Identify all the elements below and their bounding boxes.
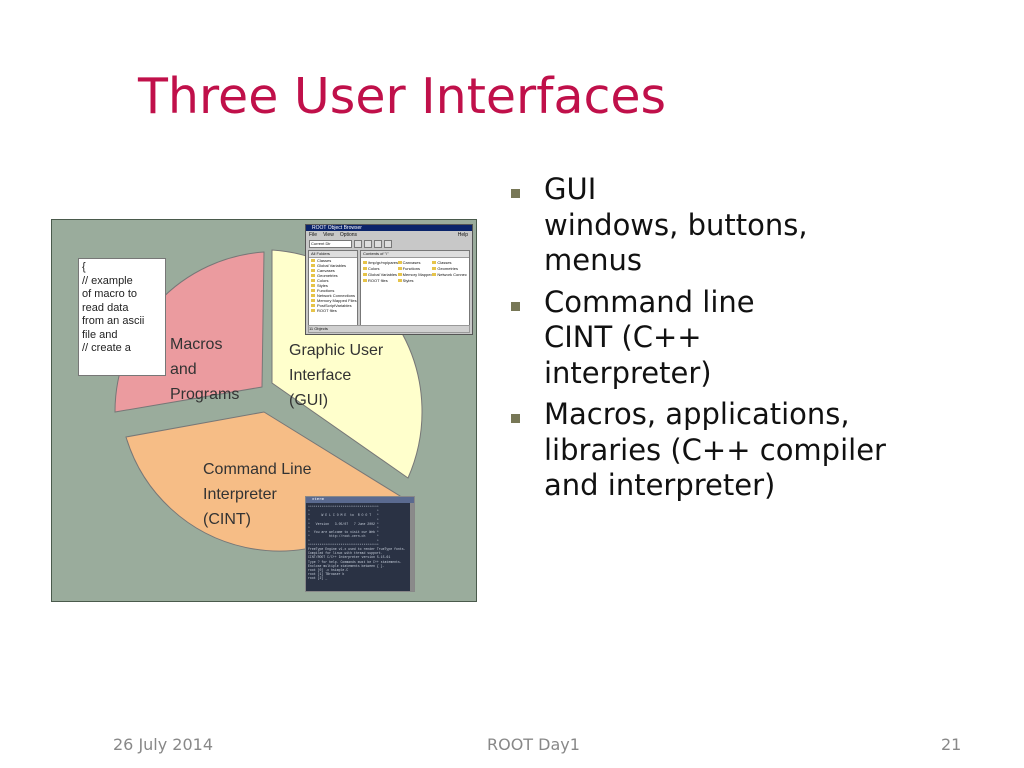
gui-right-header: Contents of "/" — [361, 251, 469, 258]
gui-tree-item: PostScriptVariables — [309, 303, 357, 308]
square-bullet-icon — [511, 414, 520, 423]
bullet-item-gui: GUI windows, buttons, menus — [511, 172, 971, 279]
gui-item: Classes — [432, 260, 467, 265]
gui-tree-item: Geometries — [309, 273, 357, 278]
gui-item: Network Connections — [432, 272, 467, 277]
gui-folder-tree: All Folders Classes Global Variables Can… — [308, 250, 358, 326]
gui-list-icon — [374, 240, 382, 248]
gui-newfolder-icon — [364, 240, 372, 248]
segment-label-gui: Graphic User Interface (GUI) — [289, 342, 384, 409]
gui-left-header: All Folders — [309, 251, 357, 258]
gui-window-title: ROOT Object Browser — [306, 225, 472, 231]
gui-tree-item: Global Variables — [309, 263, 357, 268]
terminal-output: ************************************** *… — [308, 505, 406, 581]
gui-status-bar: 11 Objects — [308, 325, 470, 333]
gui-tree-item: Network Connections — [309, 293, 357, 298]
segment-label-cint: Command Line Interpreter (CINT) — [203, 461, 312, 528]
gui-contents-pane: Contents of "/" /tmp/gr/mpiparest Canvas… — [360, 250, 470, 326]
gui-item: Global Variables — [363, 272, 398, 277]
gui-tree-item: ROOT files — [309, 308, 357, 313]
footer-page-number: 21 — [941, 735, 962, 754]
square-bullet-icon — [511, 301, 520, 311]
gui-item: Functions — [398, 266, 433, 271]
segment-label-macros: Macros and Programs — [170, 336, 240, 403]
footer-date: 26 July 2014 — [113, 735, 214, 754]
gui-item: /tmp/gr/mpiparest — [363, 260, 398, 265]
gui-tree-item: Colors — [309, 278, 357, 283]
bullet-item-macros: Macros, applications, libraries (C++ com… — [511, 397, 971, 504]
gui-details-icon — [384, 240, 392, 248]
gui-up-icon — [354, 240, 362, 248]
gui-tree-item: Functions — [309, 288, 357, 293]
gui-menu-view: View — [323, 232, 334, 238]
macro-code-note: { // example of macro to read data from … — [78, 258, 166, 376]
gui-panes: All Folders Classes Global Variables Can… — [308, 250, 470, 326]
gui-menu-file: File — [309, 232, 318, 238]
gui-item: Styles — [398, 278, 433, 283]
gui-tree-item: Styles — [309, 283, 357, 288]
square-bullet-icon — [511, 189, 520, 198]
terminal-scrollbar — [410, 503, 414, 591]
gui-tree-item: Memory Mapped Files — [309, 298, 357, 303]
gui-item: Geometries — [432, 266, 467, 271]
gui-item: Memory Mapped Files — [398, 272, 433, 277]
gui-item: Canvases — [398, 260, 433, 265]
gui-toolbar: Current Dir — [306, 239, 472, 249]
gui-menu-bar: File View Options Help — [306, 231, 472, 239]
bullet-item-command-line: Command line CINT (C++ interpreter) — [511, 285, 971, 392]
gui-item: ROOT files — [363, 278, 398, 283]
gui-menu-options: Options — [339, 232, 358, 238]
gui-tree-item: Canvases — [309, 268, 357, 273]
gui-dir-combo: Current Dir — [309, 240, 352, 248]
footer-title: ROOT Day1 — [487, 735, 580, 754]
cint-terminal-window: xterm **********************************… — [305, 496, 415, 592]
gui-contents-grid: /tmp/gr/mpiparest Canvases Classes Color… — [361, 258, 469, 285]
bullet-list: GUI windows, buttons, menus Command line… — [511, 172, 971, 510]
gui-menu-help: Help — [457, 232, 468, 238]
interfaces-diagram: Macros and Programs Graphic User Interfa… — [51, 219, 477, 602]
slide-title: Three User Interfaces — [138, 68, 667, 125]
gui-tree-item: Classes — [309, 258, 357, 263]
gui-item: Colors — [363, 266, 398, 271]
gui-browser-window: ROOT Object Browser File View Options He… — [305, 224, 473, 335]
terminal-title: xterm — [306, 497, 414, 503]
